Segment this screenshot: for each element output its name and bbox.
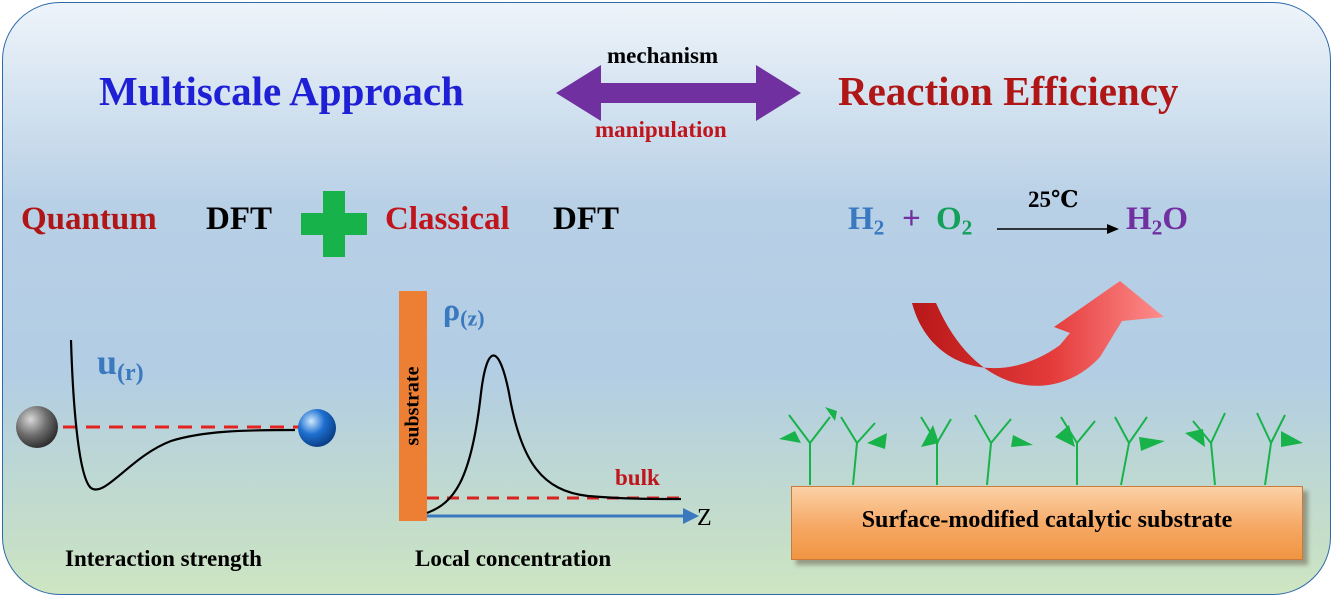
local-concentration-caption: Local concentration — [415, 546, 612, 571]
potential-curve — [16, 339, 299, 491]
ligand-3 — [920, 416, 952, 485]
potential-symbol: u — [97, 342, 118, 382]
dft-label-1: DFT — [206, 201, 272, 237]
ligand-8 — [1256, 412, 1303, 486]
classical-label: Classical — [385, 201, 510, 237]
quantum-label: Quantum — [21, 201, 157, 237]
dft-label-2: DFT — [553, 201, 619, 237]
hydrogen-symbol: H — [848, 201, 874, 237]
oxygen-symbol: O — [936, 201, 962, 237]
ligand-1 — [779, 407, 837, 485]
hydrogen-subscript: 2 — [873, 215, 885, 240]
z-axis-label: Z — [697, 505, 712, 531]
bulk-label: bulk — [615, 465, 660, 490]
temperature-label: 25℃ — [1028, 187, 1079, 212]
ligand-6 — [1114, 416, 1165, 486]
oxygen-reactant: O2 — [936, 201, 972, 240]
density-subscript: (z) — [460, 305, 485, 331]
hydrogen-reactant: H2 — [848, 201, 884, 240]
catalytic-substrate-label: Surface-modified catalytic substrate — [861, 507, 1233, 533]
multiscale-approach-title: Multiscale Approach — [99, 68, 464, 114]
manipulation-label: manipulation — [595, 117, 727, 142]
ligand-2 — [840, 416, 887, 486]
water-product: H2O — [1126, 201, 1188, 240]
blue-atom — [298, 409, 336, 447]
interaction-strength-caption: Interaction strength — [65, 546, 262, 571]
plus-icon — [301, 191, 367, 257]
reaction-arrow-icon — [997, 224, 1119, 234]
curved-arrow-icon — [912, 281, 1164, 386]
mechanism-label: mechanism — [607, 43, 719, 68]
catalytic-substrate-box: Surface-modified catalytic substrate — [791, 486, 1303, 560]
surface-ligands — [779, 407, 1303, 486]
oxygen-subscript: 2 — [961, 215, 973, 240]
water-o-symbol: O — [1162, 201, 1189, 237]
water-h-symbol: H — [1126, 201, 1152, 237]
potential-label: u(r) — [97, 341, 144, 387]
ligand-4 — [974, 414, 1033, 486]
density-profile — [426, 354, 699, 524]
plus-sign: + — [902, 201, 921, 237]
potential-subscript: (r) — [117, 360, 144, 386]
reaction-efficiency-title: Reaction Efficiency — [838, 68, 1179, 114]
density-symbol: ρ — [443, 291, 461, 327]
ligand-5 — [1055, 416, 1096, 485]
substrate-bar: substrate — [399, 291, 427, 521]
ligand-7 — [1185, 412, 1226, 486]
substrate-bar-label: substrate — [401, 366, 424, 446]
density-label: ρ(z) — [443, 291, 485, 332]
double-arrow-icon — [556, 65, 801, 121]
water-subscript: 2 — [1151, 215, 1163, 240]
